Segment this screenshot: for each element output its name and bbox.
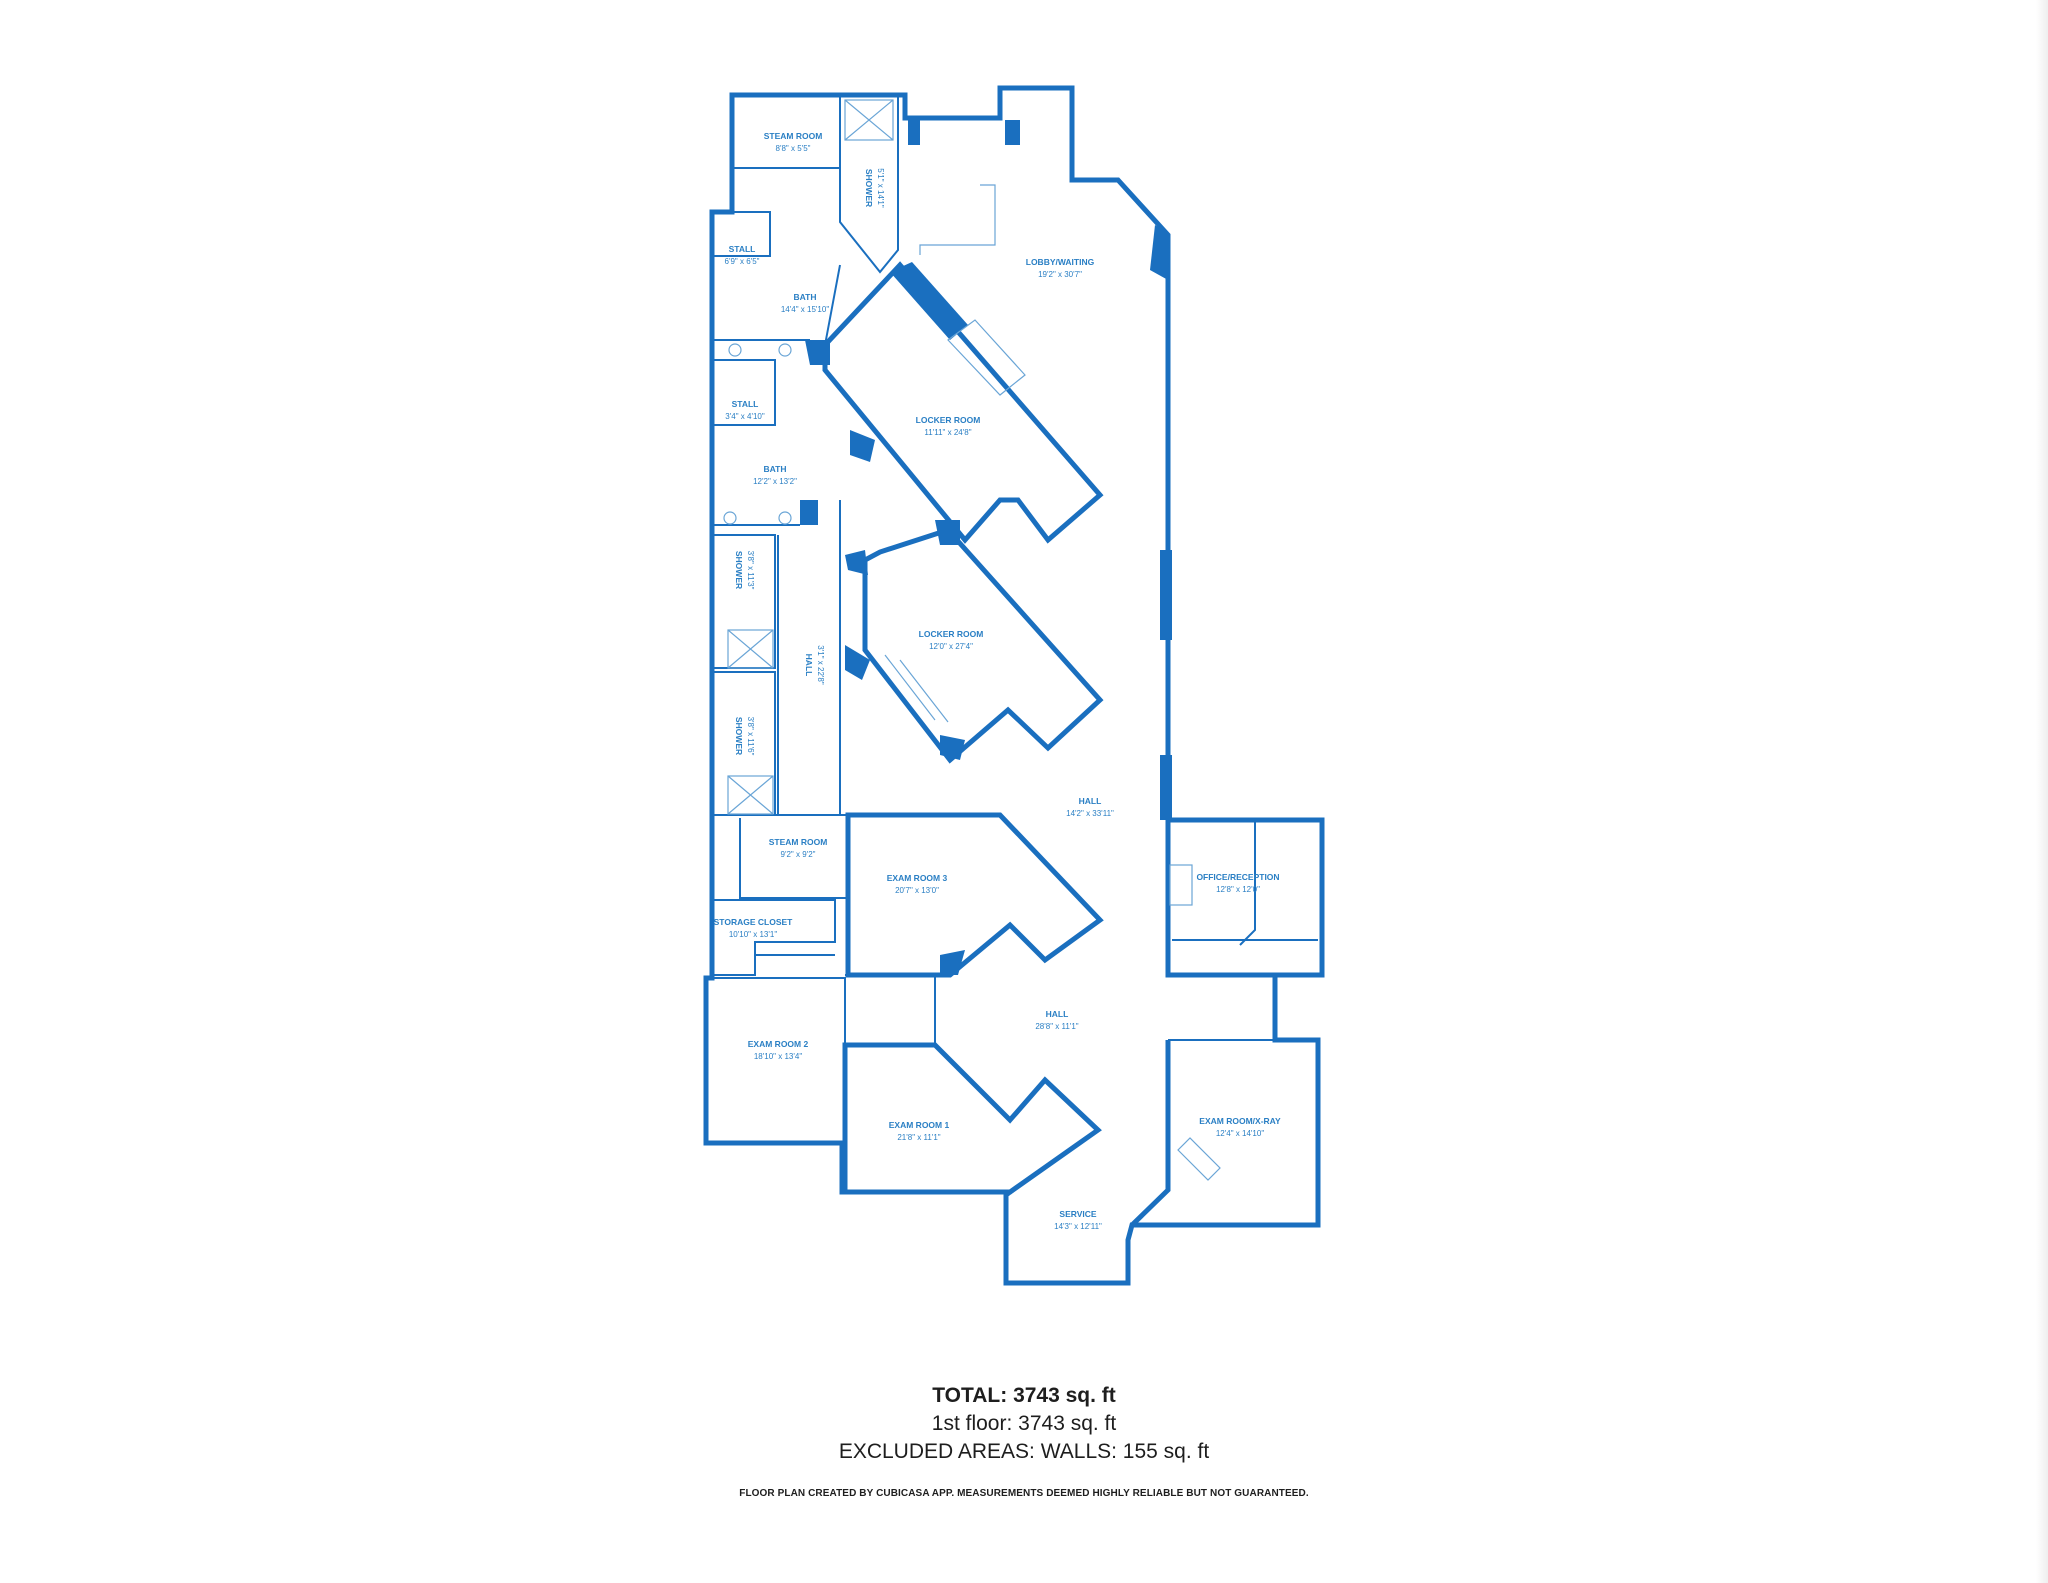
room-name-steam-room-top: STEAM ROOM [764, 131, 823, 141]
room-dim-shower-low: 3'8" x 11'6" [746, 717, 755, 756]
room-dim-locker-room-1: 11'11" x 24'8" [924, 428, 971, 437]
room-name-hall-narrow: HALL [804, 654, 814, 677]
outer-walls [703, 85, 1325, 1286]
room-dim-hall-narrow: 3'1" x 22'8" [816, 645, 825, 685]
room-name-storage-closet: STORAGE CLOSET [714, 917, 794, 927]
room-dim-exam-room-2: 18'10" x 13'4" [754, 1052, 802, 1061]
room-name-lobby: LOBBY/WAITING [1026, 257, 1095, 267]
room-name-bath-mid: BATH [764, 464, 787, 474]
room-dim-locker-room-2: 12'0" x 27'4" [929, 642, 973, 651]
room-dim-office: 12'8" x 12'0" [1216, 885, 1260, 894]
fixtures [723, 99, 1221, 1181]
floor-area: 1st floor: 3743 sq. ft [931, 1412, 1117, 1435]
room-dim-service: 14'3" x 12'11" [1054, 1222, 1102, 1231]
page-edge-shadow [2036, 0, 2048, 1583]
room-dim-stall-mid: 3'4" x 4'10" [725, 412, 765, 421]
room-name-shower-low: SHOWER [734, 717, 744, 755]
room-dim-shower-mid: 3'8" x 11'3" [746, 551, 755, 590]
room-name-stall-mid: STALL [732, 399, 759, 409]
room-dim-exam-room-3: 20'7" x 13'0" [895, 886, 939, 895]
room-dim-stall-top: 6'9" x 6'5" [725, 257, 760, 266]
room-name-exam-room-1: EXAM ROOM 1 [889, 1120, 950, 1130]
room-name-office: OFFICE/RECEPTION [1196, 872, 1279, 882]
room-name-stall-top: STALL [729, 244, 756, 254]
room-dim-bath-mid: 12'2" x 13'2" [753, 477, 797, 486]
room-name-locker-room-2: LOCKER ROOM [919, 629, 984, 639]
room-labels: STEAM ROOM 8'8" x 5'5" SHOWER 5'1" x 14'… [714, 131, 1281, 1231]
room-dim-lobby: 19'2" x 30'7" [1038, 270, 1082, 279]
room-name-shower-mid: SHOWER [734, 551, 744, 589]
room-name-exam-room-2: EXAM ROOM 2 [748, 1039, 809, 1049]
room-name-bath-top: BATH [794, 292, 817, 302]
room-dim-shower-top: 5'1" x 14'1" [876, 168, 885, 208]
room-name-exam-room-bay: EXAM ROOM/X-RAY [1199, 1116, 1281, 1126]
room-name-locker-room-1: LOCKER ROOM [916, 415, 981, 425]
room-dim-exam-room-1: 21'8" x 11'1" [897, 1133, 940, 1142]
room-name-steam-room-low: STEAM ROOM [769, 837, 828, 847]
room-dim-hall-low: 28'8" x 11'1" [1035, 1022, 1078, 1031]
room-name-service: SERVICE [1059, 1209, 1096, 1219]
disclaimer-text: FLOOR PLAN CREATED BY CUBICASA APP. MEAS… [739, 1488, 1309, 1499]
room-dim-exam-room-bay: 12'4" x 14'10" [1216, 1129, 1264, 1138]
room-dim-hall-main: 14'2" x 33'11" [1066, 809, 1114, 818]
room-name-hall-main: HALL [1079, 796, 1102, 806]
room-dim-bath-top: 14'4" x 15'10" [781, 305, 829, 314]
wall-blocks [800, 120, 1172, 975]
room-name-shower-top: SHOWER [864, 169, 874, 207]
total-area: TOTAL: 3743 sq. ft [932, 1384, 1116, 1407]
room-name-hall-low: HALL [1046, 1009, 1069, 1019]
room-dim-steam-room-low: 9'2" x 9'2" [781, 850, 816, 859]
room-dim-steam-room-top: 8'8" x 5'5" [776, 144, 811, 153]
excluded-area: EXCLUDED AREAS: WALLS: 155 sq. ft [838, 1440, 1210, 1463]
room-name-exam-room-3: EXAM ROOM 3 [887, 873, 948, 883]
room-dim-storage-closet: 10'10" x 13'1" [729, 930, 777, 939]
interior-walls [712, 95, 1318, 1227]
